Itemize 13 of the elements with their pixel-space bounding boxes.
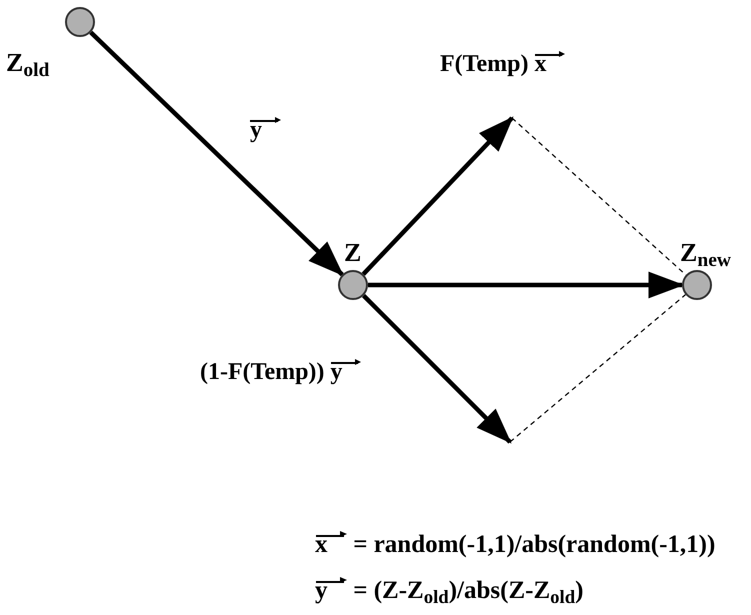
node-label: Z <box>344 240 362 266</box>
formula-text: y⃗ = (Z-Z$_{old}$)/abs(Z-Z$_{old}$) <box>315 578 584 603</box>
arrow <box>362 116 514 276</box>
edge-label: F(Temp) x⃗ <box>440 52 566 76</box>
arrow <box>368 272 684 298</box>
connector-line <box>510 294 686 442</box>
node-label: Z$_{old}$ <box>6 50 50 76</box>
formula-text: x⃗ = random(-1,1)/abs(random(-1,1)) <box>315 532 716 557</box>
node-label: Z$_{new}$ <box>680 240 731 266</box>
arrow <box>89 30 344 276</box>
arrow <box>362 294 512 444</box>
edge-label: (1-F(Temp)) y⃗ <box>200 360 362 384</box>
edge-label: y⃗ <box>250 118 281 142</box>
